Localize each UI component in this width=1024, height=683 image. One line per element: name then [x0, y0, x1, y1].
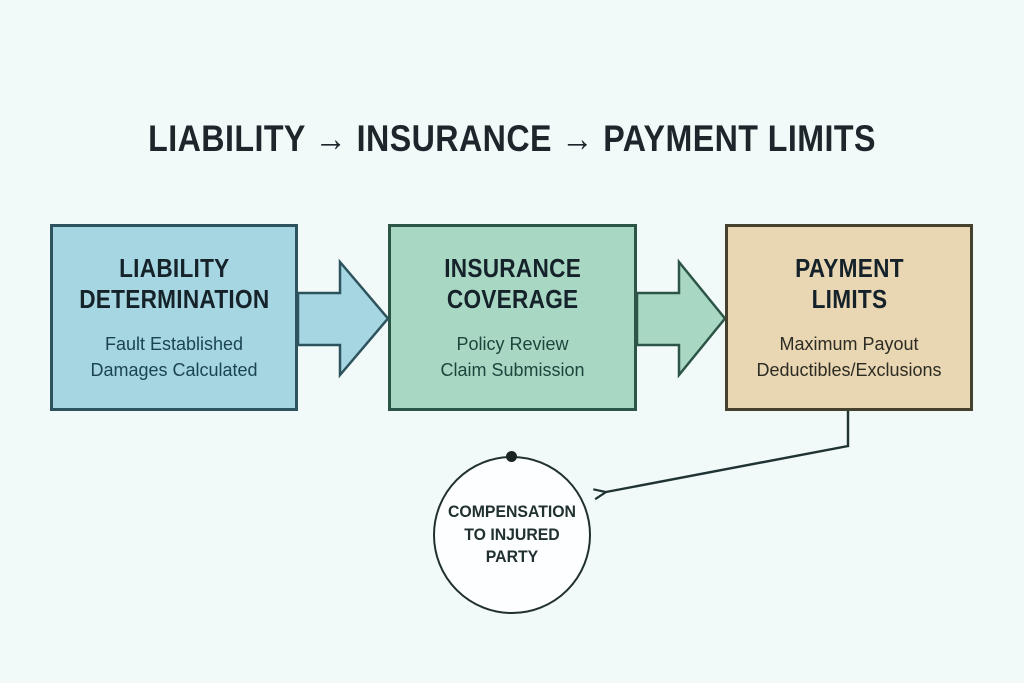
box-heading-insurance: INSURANCE COVERAGE — [444, 253, 581, 315]
payout-connector-arrow — [606, 410, 850, 492]
box-details-liability: Fault Established Damages Calculated — [90, 334, 258, 381]
block-arrow-2-icon — [635, 258, 727, 379]
box-heading-liability: LIABILITY DETERMINATION — [78, 253, 270, 315]
circle-node-dot-icon — [506, 451, 517, 462]
page-title: LIABILITY → INSURANCE → PAYMENT LIMITS — [148, 118, 876, 159]
box-heading-payment: PAYMENT LIMITS — [794, 253, 904, 315]
flow-box-payment-limits: PAYMENT LIMITS Maximum Payout Deductible… — [725, 224, 973, 411]
outcome-circle: COMPENSATION TO INJURED PARTY — [433, 456, 591, 614]
block-arrow-1-icon — [296, 258, 390, 379]
outcome-label: COMPENSATION TO INJURED PARTY — [448, 501, 576, 567]
box-details-payment: Maximum Payout Deductibles/Exclusions — [756, 334, 942, 381]
box-details-insurance: Policy Review Claim Submission — [440, 334, 585, 381]
flow-box-liability-determination: LIABILITY DETERMINATION Fault Establishe… — [50, 224, 298, 411]
flow-box-insurance-coverage: INSURANCE COVERAGE Policy Review Claim S… — [388, 224, 637, 411]
